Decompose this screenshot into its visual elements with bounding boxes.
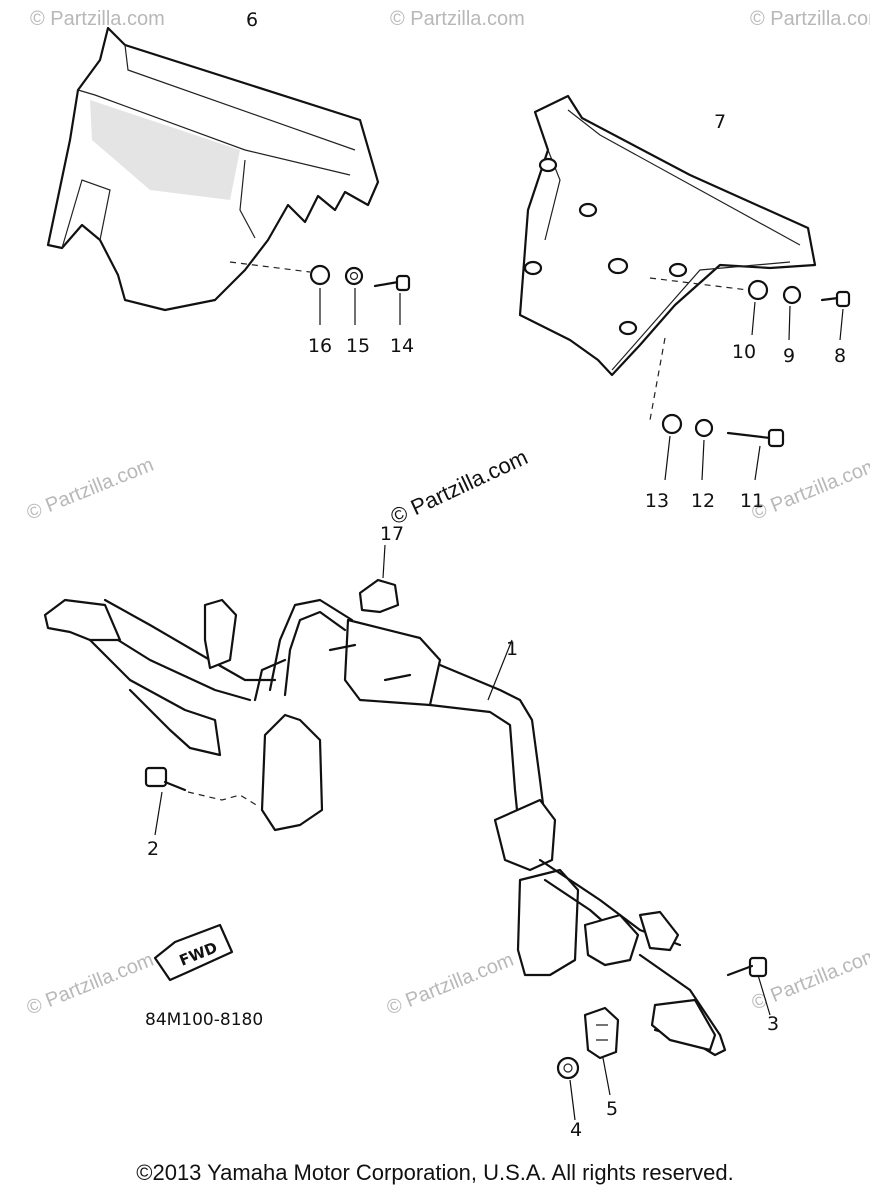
fwd-arrow: FWD [153,923,234,982]
callout-7[interactable]: 7 [714,111,726,133]
callout-17[interactable]: 17 [380,523,404,545]
callout-13[interactable]: 13 [645,490,669,512]
watermark-faint: © Partzilla.com [30,8,165,30]
callout-numbers: 6 7 16 15 14 10 9 8 13 12 11 17 1 2 3 4 … [147,9,846,1141]
part-17-clamp[interactable] [358,544,400,614]
callout-5[interactable]: 5 [606,1098,618,1120]
callout-10[interactable]: 10 [732,341,756,363]
callout-3[interactable]: 3 [767,1013,779,1035]
part-1-frame[interactable] [43,598,727,1057]
nut-12[interactable] [694,418,714,438]
washer-13[interactable] [661,413,683,435]
callout-4[interactable]: 4 [570,1119,582,1141]
watermark-faint: © Partzilla.com [24,454,157,525]
diagram-code: 84M100-8180 [145,1010,263,1030]
watermark-main: © Partzilla.com [387,444,532,529]
fasteners-left-group[interactable] [229,261,411,325]
callout-11[interactable]: 11 [740,490,764,512]
part-4-nut[interactable] [556,1056,580,1121]
watermark-faint: © Partzilla.com [749,454,870,525]
fasteners-lower-group[interactable] [649,337,785,481]
nut-15[interactable] [344,266,364,286]
part-2-bolt[interactable] [144,766,259,836]
watermark-faint: © Partzilla.com [390,8,525,30]
callout-9[interactable]: 9 [783,345,795,367]
callout-15[interactable]: 15 [346,335,370,357]
fasteners-right-group[interactable] [649,277,851,341]
part-3-bolt[interactable] [726,956,771,1016]
part-6-cover[interactable] [46,26,380,312]
nut-9[interactable] [782,285,802,305]
washer-16[interactable] [309,264,331,286]
callout-6[interactable]: 6 [246,9,258,31]
copyright-footer: ©2013 Yamaha Motor Corporation, U.S.A. A… [136,1160,734,1185]
watermark-faint: © Partzilla.com [24,949,157,1020]
bolt-11[interactable] [726,431,772,440]
callout-14[interactable]: 14 [390,335,414,357]
bolt-8[interactable] [820,296,840,302]
bolt-14[interactable] [373,280,400,288]
watermark-faint: © Partzilla.com [750,8,870,30]
callout-8[interactable]: 8 [834,345,846,367]
callout-16[interactable]: 16 [308,335,332,357]
callout-2[interactable]: 2 [147,838,159,860]
callout-1[interactable]: 1 [506,638,518,660]
part-5-clip[interactable] [583,1006,620,1096]
part-7-side-cover[interactable] [518,94,817,377]
washer-10[interactable] [747,279,769,301]
watermark-faint: © Partzilla.com [384,949,517,1020]
callout-12[interactable]: 12 [691,490,715,512]
